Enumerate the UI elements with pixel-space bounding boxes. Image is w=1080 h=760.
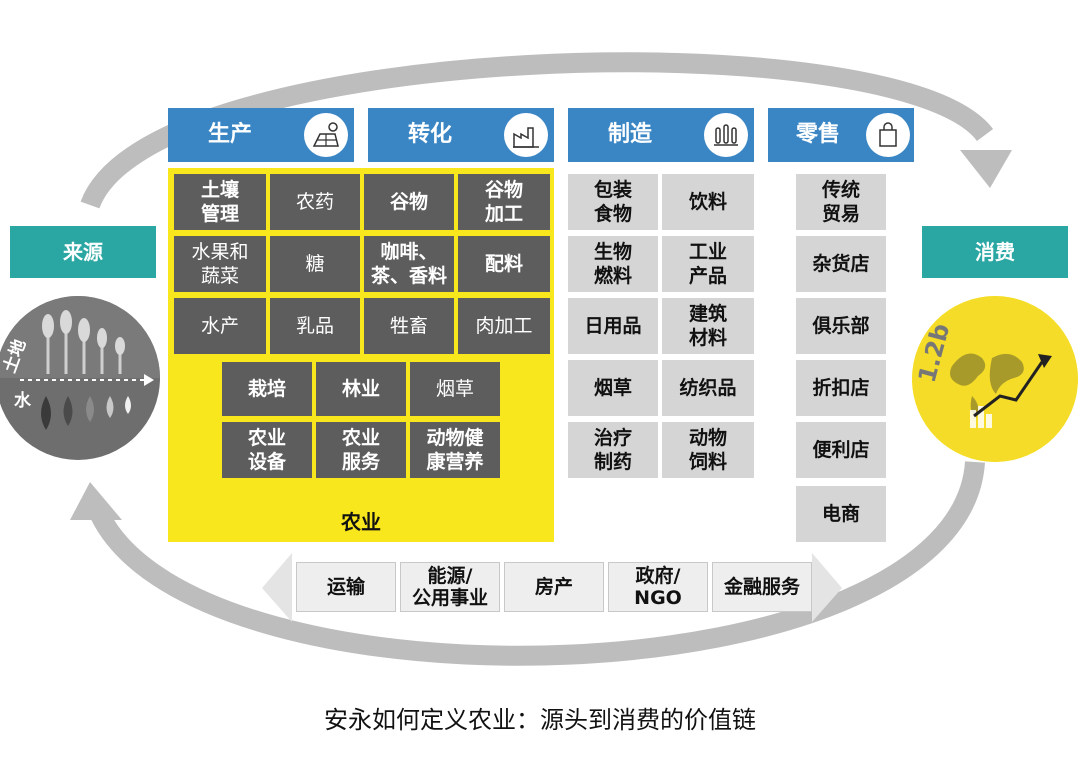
retail-cell: 折扣店 <box>796 360 886 416</box>
retail-cell: 电商 <box>796 486 886 542</box>
production-cell: 林业 <box>316 362 406 416</box>
manufacturing-cell: 纺织品 <box>662 360 754 416</box>
top-arrowhead <box>960 150 1012 188</box>
header-manufacturing: 制造 <box>568 108 754 162</box>
bottom-bar-item: 能源/ 公用事业 <box>400 562 500 612</box>
production-cell: 谷物 加工 <box>458 174 550 230</box>
source-label: 来源 <box>10 226 156 278</box>
manufacturing-cell: 工业 产品 <box>662 236 754 292</box>
bottom-arrowhead <box>70 482 122 520</box>
production-cell: 农药 <box>270 174 360 230</box>
water-label: 水 <box>14 390 32 411</box>
manufacturing-cell: 动物 饲料 <box>662 422 754 478</box>
retail-cell: 传统 贸易 <box>796 174 886 230</box>
production-cell: 水果和 蔬菜 <box>174 236 266 292</box>
production-cell: 牲畜 <box>364 298 454 354</box>
production-cell: 谷物 <box>364 174 454 230</box>
solar-panel-icon <box>304 113 348 157</box>
production-cell: 农业 服务 <box>316 422 406 478</box>
manufacturing-cell: 治疗 制药 <box>568 422 658 478</box>
production-cell: 咖啡、 茶、香料 <box>364 236 454 292</box>
manufacturing-cell: 建筑 材料 <box>662 298 754 354</box>
top-arc-arrow <box>80 52 994 210</box>
production-cell: 水产 <box>174 298 266 354</box>
bottom-bar-left-arrowhead <box>262 553 292 622</box>
retail-cell: 便利店 <box>796 422 886 478</box>
bottom-bar-item: 金融服务 <box>712 562 812 612</box>
retail-cell: 杂货店 <box>796 236 886 292</box>
header-production: 生产 <box>168 108 354 162</box>
source-circle: 土地 水 <box>0 296 160 460</box>
agriculture-block <box>168 168 554 542</box>
production-cell: 肉加工 <box>458 298 550 354</box>
wheat-water-icon: 土地 水 <box>0 296 160 430</box>
caption: 安永如何定义农业：源头到消费的价值链 <box>324 706 756 734</box>
bottom-bar-item: 政府/ NGO <box>608 562 708 612</box>
shopping-bag-icon <box>866 113 910 157</box>
bottom-bar-item: 房产 <box>504 562 604 612</box>
production-cell: 乳品 <box>270 298 360 354</box>
header-retail: 零售 <box>768 108 914 162</box>
header-manufacturing-label: 制造 <box>607 122 652 147</box>
header-production-label: 生产 <box>207 122 252 147</box>
production-cell: 土壤 管理 <box>174 174 266 230</box>
manufacturing-cell: 生物 燃料 <box>568 236 658 292</box>
production-cell: 动物健 康营养 <box>410 422 500 478</box>
test-tubes-icon <box>704 113 748 157</box>
manufacturing-cell: 包装 食物 <box>568 174 658 230</box>
production-cell: 农业 设备 <box>222 422 312 478</box>
production-cell: 糖 <box>270 236 360 292</box>
manufacturing-cell: 日用品 <box>568 298 658 354</box>
consumption-circle: 1.2b <box>912 296 1078 462</box>
manufacturing-cell: 烟草 <box>568 360 658 416</box>
production-cell: 配料 <box>458 236 550 292</box>
manufacturing-cell: 饮料 <box>662 174 754 230</box>
retail-cell: 俱乐部 <box>796 298 886 354</box>
agriculture-label: 农业 <box>341 510 381 534</box>
bottom-bar-right-arrowhead <box>812 553 842 622</box>
factory-icon <box>504 113 548 157</box>
header-retail-label: 零售 <box>795 122 840 147</box>
consumption-label: 消费 <box>922 226 1068 278</box>
header-conversion: 转化 <box>368 108 554 162</box>
bottom-arc-arrow <box>91 461 985 666</box>
production-cell: 栽培 <box>222 362 312 416</box>
production-cell: 烟草 <box>410 362 500 416</box>
bottom-bar-item: 运输 <box>296 562 396 612</box>
globe-growth-icon: 1.2b <box>912 296 1078 462</box>
header-conversion-label: 转化 <box>407 122 452 147</box>
